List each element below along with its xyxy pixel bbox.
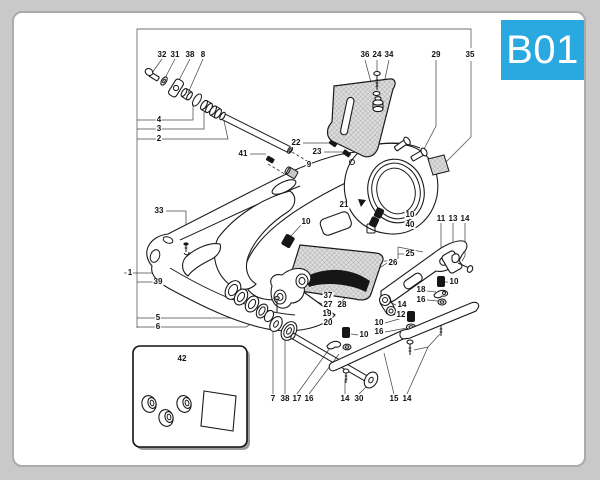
hub-mount-bolts [393, 136, 428, 162]
reference-frame [136, 28, 472, 328]
axis-lines [267, 111, 382, 333]
sticker-plate [200, 390, 237, 432]
pivot-shaft [222, 113, 294, 154]
inset-box [132, 345, 250, 450]
chain-adjuster [441, 250, 474, 274]
rubber-pad [427, 154, 450, 176]
swingarm-body [146, 151, 367, 332]
stay-bar [328, 301, 480, 372]
suspension-linkage [378, 276, 449, 355]
guard-mount-screw-stack [372, 70, 384, 113]
grommet-kit [141, 395, 192, 427]
chain-slider [287, 244, 384, 301]
torque-rod [290, 332, 379, 389]
rod-fasteners [326, 327, 352, 383]
linkage-bracket [270, 267, 312, 312]
pivot-bolt-stack [144, 67, 226, 121]
page-code-badge: B01 [501, 20, 584, 80]
wheel-hub [343, 142, 439, 235]
hub-bushes [366, 207, 385, 234]
small-fasteners [265, 139, 352, 179]
